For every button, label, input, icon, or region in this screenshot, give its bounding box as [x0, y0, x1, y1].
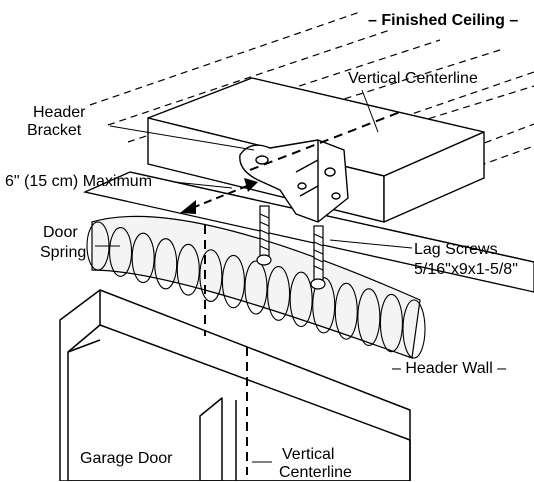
centerlines [204, 111, 401, 475]
spring-coil [131, 232, 155, 284]
finished-ceiling-label: – Finished Ceiling – [368, 12, 519, 29]
spring-coil [312, 277, 336, 334]
door-spring-label-line1: Door [43, 224, 78, 241]
garage-door [59, 289, 411, 481]
spring-coil [154, 238, 178, 290]
maximum-label: 6" (15 cm) Maximum [5, 173, 153, 190]
header-bracket-label-line2: Bracket [27, 122, 82, 139]
arrowhead-left [180, 200, 196, 214]
header-wall [82, 171, 534, 293]
spring-coils [86, 221, 426, 359]
spring-coil [289, 271, 313, 328]
garage-door-label: Garage Door [80, 450, 173, 467]
max-distance-arrow [191, 183, 253, 209]
leader-lines [95, 89, 413, 463]
lag-screws [256, 205, 326, 290]
lag-screws-label-line2: 5/16"x9x1-5/8" [414, 261, 518, 278]
header-wall-label: – Header Wall – [392, 360, 507, 377]
spring-coil [244, 260, 268, 315]
lag-screws-label-line1: Lag Screws [414, 241, 498, 258]
spring-coil [357, 288, 381, 346]
arrowhead-right [244, 178, 258, 192]
vertical-centerline-top-label: Vertical Centerline [348, 70, 478, 87]
door-spring-label-line2: Spring [40, 244, 87, 261]
spring-coil [109, 227, 133, 277]
spring-coil [199, 249, 223, 302]
spring-coil [267, 266, 291, 321]
spring-coil [379, 293, 403, 353]
spring-coil [334, 282, 358, 340]
vertical-centerline-bottom-label-line1: Vertical [282, 446, 335, 463]
header-bracket [239, 139, 349, 223]
spring-coil [221, 254, 245, 309]
spring-coil [176, 243, 200, 296]
vertical-centerline-bottom-label-line2: Centerline [279, 464, 352, 481]
spring-coil [402, 299, 426, 359]
header-bracket-label-line1: Header [33, 104, 86, 121]
